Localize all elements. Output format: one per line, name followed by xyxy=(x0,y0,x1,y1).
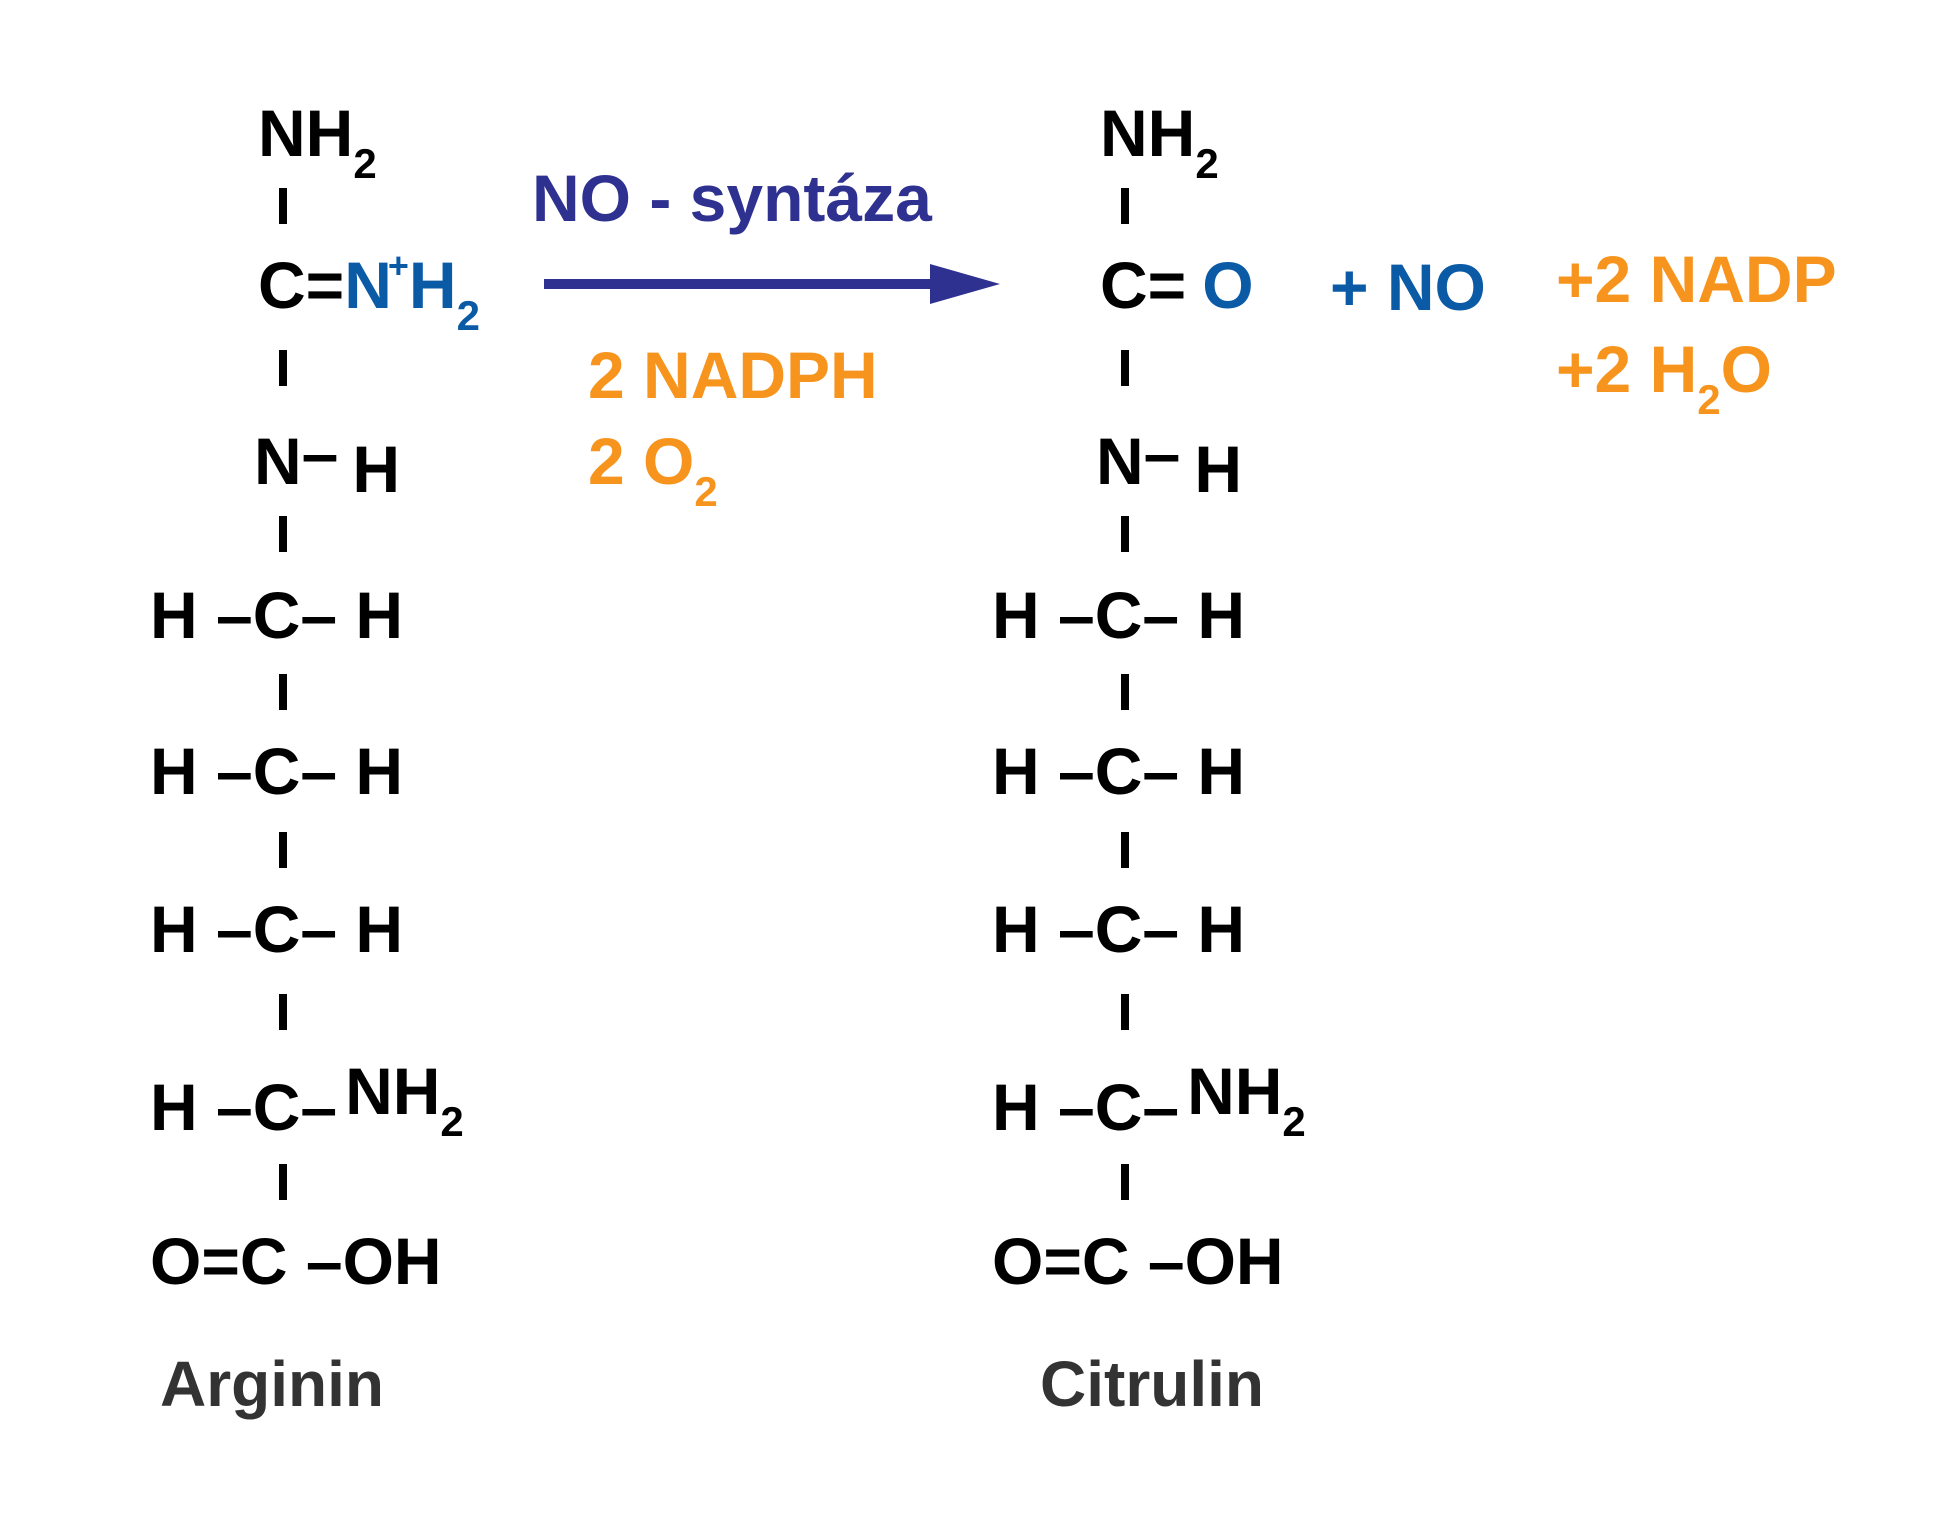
arrow-shaft xyxy=(544,279,944,289)
cit-top-nh2: NH2 xyxy=(1100,100,1219,185)
arginine-label: Arginin xyxy=(160,1348,384,1420)
cit-carbonyl-c: C= xyxy=(1100,248,1187,322)
arg-ch2-row-2: H –C– H xyxy=(150,734,404,808)
oxygen-subscript: 2 xyxy=(694,468,718,515)
cit-nh-bond: – xyxy=(1143,416,1181,490)
cit-bond-4 xyxy=(1121,674,1129,710)
arg-guan-c: C= xyxy=(258,248,345,322)
arg-guan-n: N xyxy=(344,248,392,322)
cit-nh-n: N xyxy=(1096,424,1144,498)
arg-bond-4 xyxy=(279,674,287,710)
arg-ch2-row-1: H –C– H xyxy=(150,578,404,652)
arg-alpha-left: H –C– xyxy=(150,1070,338,1144)
cit-top-subscript: 2 xyxy=(1195,140,1219,187)
arg-nh-n: N xyxy=(254,424,302,498)
arg-top-nh-text: NH xyxy=(258,96,354,170)
cit-ch2-row-1: H –C– H xyxy=(992,578,1246,652)
cit-bond-7 xyxy=(1121,1164,1129,1200)
cit-alpha-subscript: 2 xyxy=(1282,1098,1306,1145)
cit-bond-1 xyxy=(1121,188,1129,224)
cit-alpha-nh: NH xyxy=(1187,1054,1283,1128)
water-subscript: 2 xyxy=(1697,376,1721,423)
cit-ch2-row-3: H –C– H xyxy=(992,892,1246,966)
byproduct-water: +2 H2O xyxy=(1556,336,1772,421)
reaction-arrow xyxy=(544,264,1000,304)
cit-carboxyl-row: O=C –OH xyxy=(992,1224,1284,1298)
arg-nh-bond: – xyxy=(301,416,339,490)
cit-bond-6 xyxy=(1121,994,1129,1030)
arg-bond-7 xyxy=(279,1164,287,1200)
cit-top-nh-text: NH xyxy=(1100,96,1196,170)
arg-bond-5 xyxy=(279,832,287,868)
arg-top-nh2: NH2 xyxy=(258,100,377,185)
arg-carboxyl-row: O=C –OH xyxy=(150,1224,442,1298)
product-no: + NO xyxy=(1330,250,1486,324)
arg-guan-charge: + xyxy=(387,245,409,286)
water-o: O xyxy=(1720,332,1772,406)
cit-nh-h: H xyxy=(1194,432,1243,506)
cofactor-oxygen: 2 O2 xyxy=(588,428,718,513)
oxygen-text: 2 O xyxy=(588,424,695,498)
arrow-head xyxy=(930,264,1000,304)
cit-nh-row: N–H xyxy=(1096,420,1242,502)
arg-alpha-nh: NH xyxy=(345,1054,441,1128)
cofactor-nadph: 2 NADPH xyxy=(588,338,878,412)
cit-bond-2 xyxy=(1121,350,1129,386)
arg-nh-h: H xyxy=(352,432,401,506)
arg-bond-3 xyxy=(279,516,287,552)
cit-alpha-left: H –C– xyxy=(992,1070,1180,1144)
byproduct-nadp: +2 NADP xyxy=(1556,242,1837,316)
arg-bond-6 xyxy=(279,994,287,1030)
arg-top-subscript: 2 xyxy=(353,140,377,187)
cit-ch2-row-2: H –C– H xyxy=(992,734,1246,808)
arg-guan-h: H xyxy=(408,248,457,322)
cit-alpha-carbon-row: H –C–NH2 xyxy=(992,1058,1306,1143)
arg-guanidinium: C=N+H2 xyxy=(258,248,480,337)
arg-ch2-row-3: H –C– H xyxy=(150,892,404,966)
arg-bond-2 xyxy=(279,350,287,386)
cit-bond-3 xyxy=(1121,516,1129,552)
arg-nh-row: N–H xyxy=(254,420,400,502)
citrulline-label: Citrulin xyxy=(1040,1348,1264,1420)
arg-alpha-subscript: 2 xyxy=(440,1098,464,1145)
enzyme-label: NO - syntáza xyxy=(532,161,932,235)
arg-guan-subscript: 2 xyxy=(456,292,480,339)
water-h: +2 H xyxy=(1556,332,1698,406)
cit-carbonyl: C=O xyxy=(1100,252,1254,318)
arg-alpha-carbon-row: H –C–NH2 xyxy=(150,1058,464,1143)
cit-carbonyl-o: O xyxy=(1202,248,1254,322)
cit-bond-5 xyxy=(1121,832,1129,868)
arg-bond-1 xyxy=(279,188,287,224)
